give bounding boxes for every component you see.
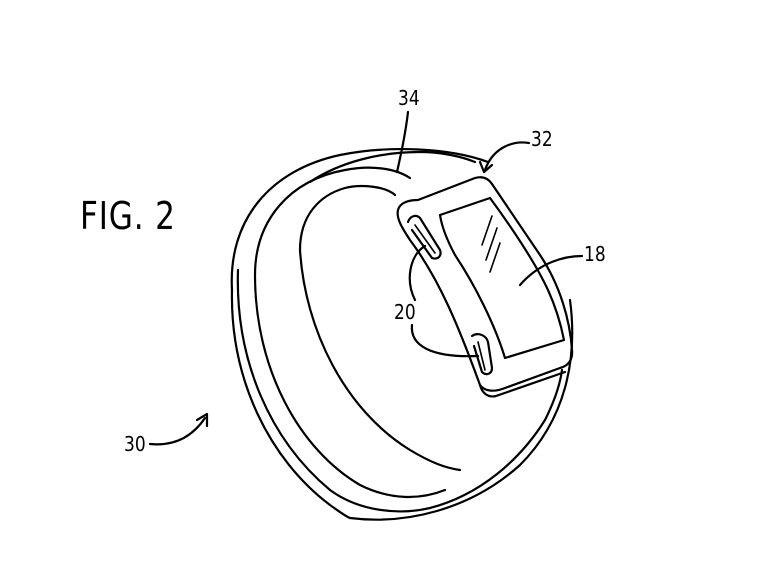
leader-30: [148, 416, 207, 446]
leader-lines: [148, 110, 584, 446]
band-front-rim: [236, 268, 564, 513]
module-bottom-edge: [478, 370, 567, 398]
screen-glare-1: [481, 215, 493, 246]
ref-numeral-20: 20: [394, 300, 416, 324]
ref-numeral-34: 34: [398, 86, 420, 110]
leader-30-arrowhead: [195, 412, 209, 428]
band-inner-left-edge: [253, 273, 447, 498]
band-top-surface: [308, 150, 477, 184]
band-outer-top-edge: [230, 148, 490, 292]
band-outer-bottom-edge: [230, 288, 352, 520]
ref-numeral-32: 32: [531, 127, 553, 151]
screen-glare-2: [485, 227, 498, 261]
upper-button: [406, 214, 442, 260]
ref-numeral-18: 18: [584, 242, 606, 266]
display-module: [396, 176, 574, 398]
band-inner-back-wall: [298, 184, 397, 252]
leader-34: [395, 110, 410, 174]
module-outline: [396, 176, 574, 392]
display-screen: [438, 196, 566, 360]
ref-numeral-30: 30: [124, 432, 146, 456]
leader-18: [518, 254, 584, 287]
band-inner-back-wall-lower: [298, 248, 462, 472]
band-inner-top-edge: [253, 166, 412, 277]
figure-title: FIG. 2: [80, 194, 176, 238]
leader-20-lower: [410, 323, 480, 358]
leader-20-upper: [408, 244, 427, 302]
screen-glare-3: [489, 242, 501, 273]
lower-button-inner: [477, 341, 486, 371]
upper-button-inner: [414, 224, 436, 254]
leader-32: [483, 141, 531, 172]
lower-button: [470, 333, 494, 376]
leader-32-arrowhead: [478, 160, 494, 174]
